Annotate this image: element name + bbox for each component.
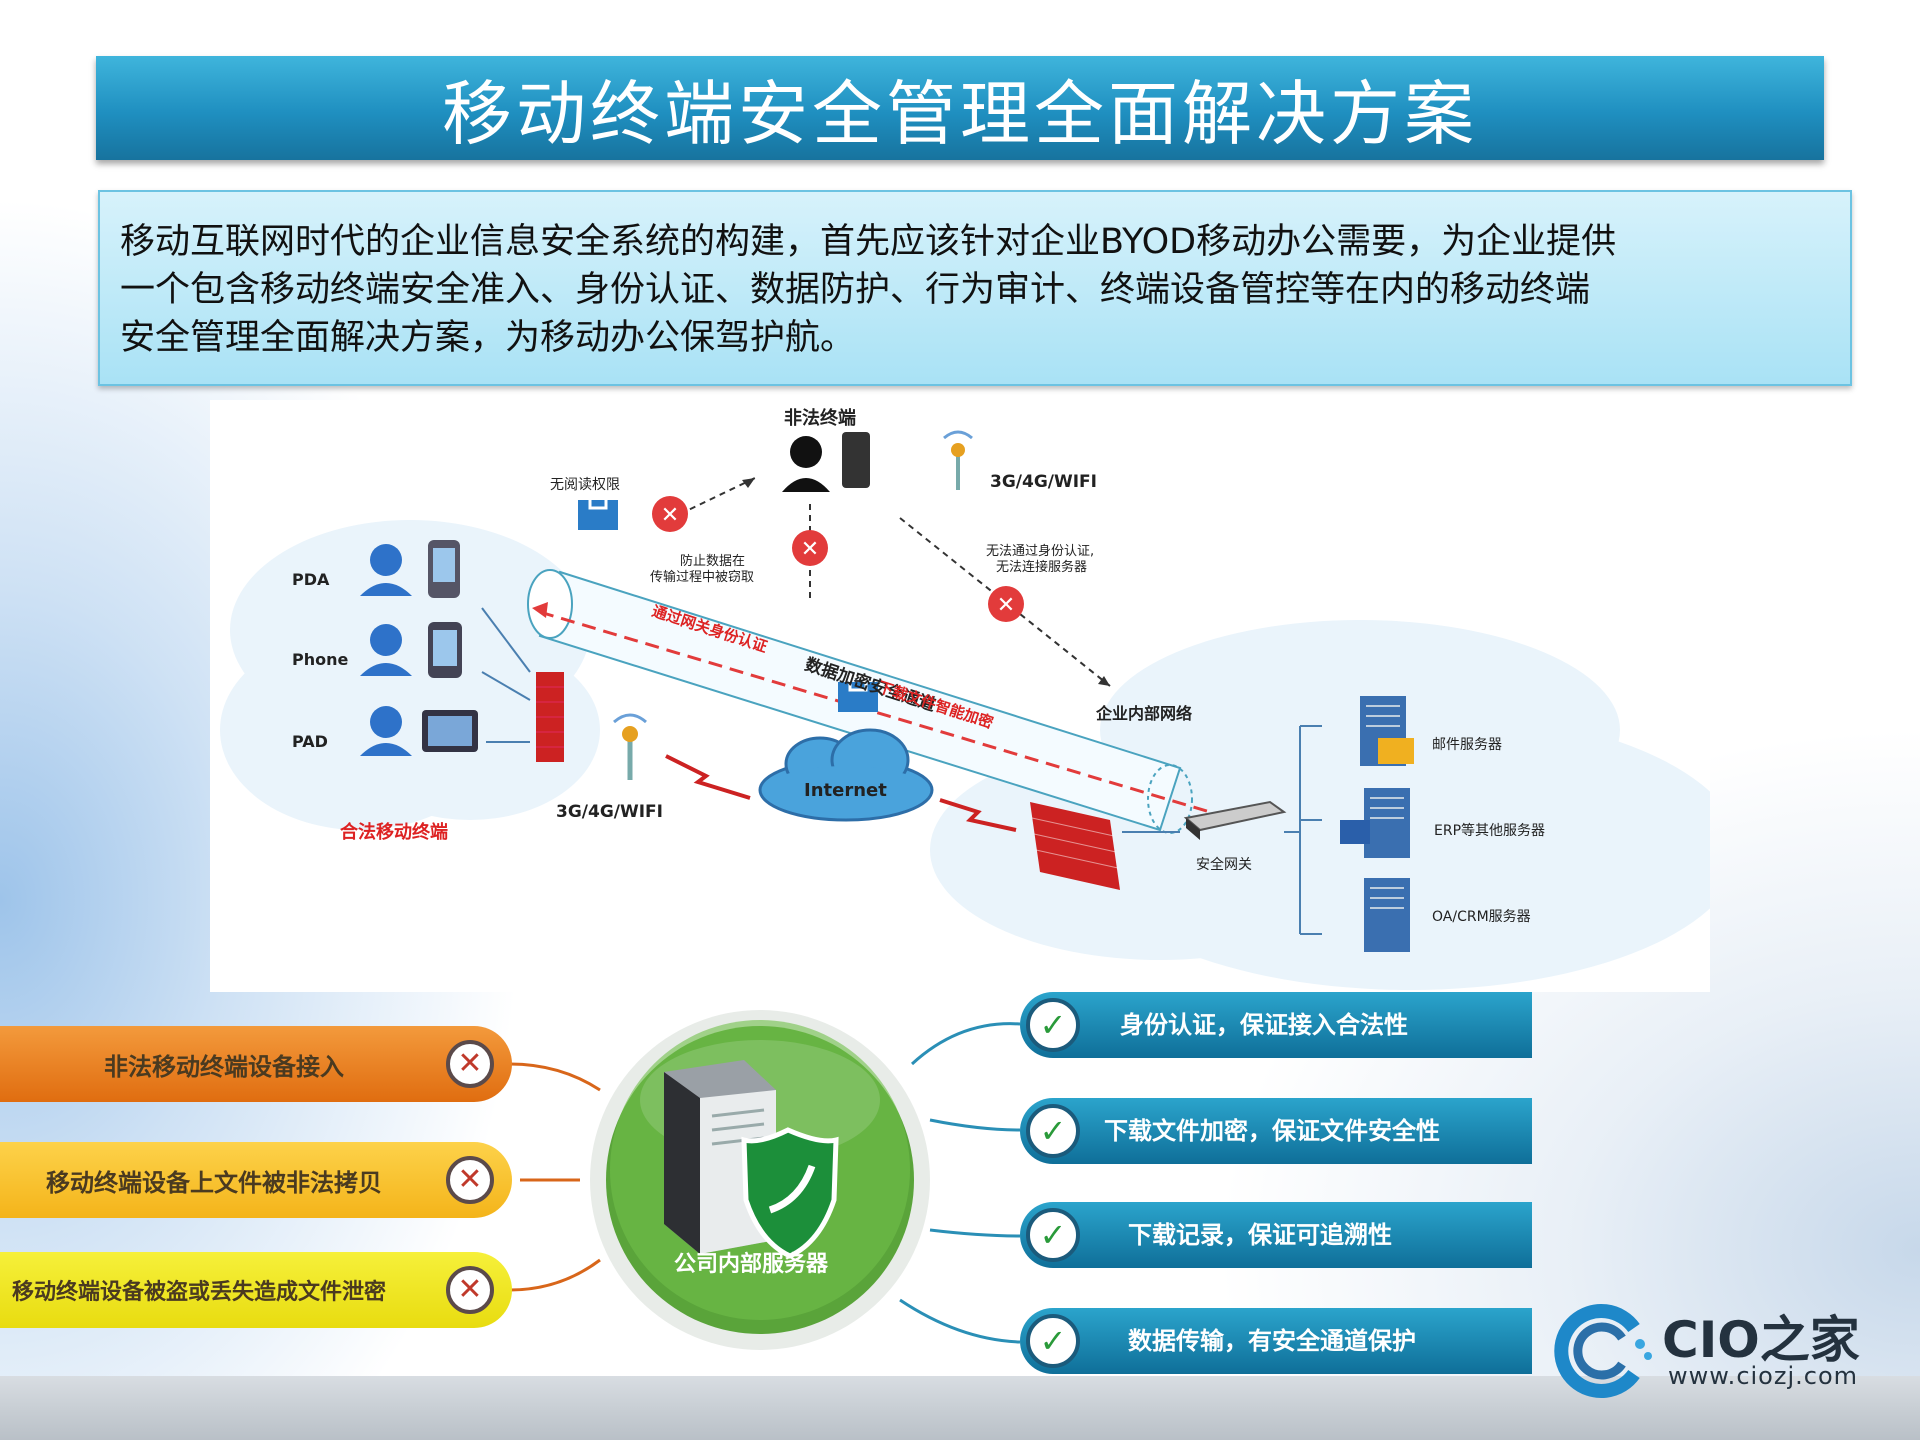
device-label-pad: PAD (292, 732, 328, 751)
checkmark-icon: ✓ (1026, 1314, 1080, 1368)
pda-device-icon (428, 540, 460, 598)
security-gateway-label: 安全网关 (1196, 857, 1252, 873)
connector-benefit-2 (929, 1118, 1021, 1132)
benefit-item-4: ✓ 数据传输，有安全通道保护 (1020, 1308, 1532, 1374)
intro-line-3: 安全管理全面解决方案，为移动办公保驾护航。 (120, 318, 856, 358)
illegal-terminal-label: 非法终端 (784, 408, 856, 429)
intro-line-1: 移动互联网时代的企业信息安全系统的构建，首先应该针对企业BYOD移动办公需要，为… (120, 222, 1617, 262)
server-tower-icon (664, 1060, 776, 1254)
threat-label-1: 非法移动终端设备接入 (104, 1052, 344, 1081)
connector-threat-3 (509, 1258, 601, 1292)
server-label-oa-crm: OA/CRM服务器 (1432, 909, 1531, 925)
threat-item-2: 移动终端设备上文件被非法拷贝 ✕ (0, 1142, 512, 1218)
x-circle-icon: ✕ (446, 1156, 494, 1204)
no-auth-label-2: 无法连接服务器 (996, 560, 1088, 575)
intro-line-2: 一个包含移动终端安全准入、身份认证、数据防护、行为审计、终端设备管控等在内的移动… (120, 270, 1591, 310)
pad-user-icon (360, 706, 412, 756)
threat-item-1: 非法移动终端设备接入 ✕ (0, 1026, 512, 1102)
pda-user-icon (360, 544, 412, 596)
internal-network-label: 企业内部网络 (1096, 704, 1193, 723)
deny-intercept-x: ✕ (792, 530, 828, 566)
phone-user-icon (360, 624, 412, 676)
logo-url: www.ciozj.com (1668, 1362, 1859, 1390)
phone-device-icon (428, 622, 462, 678)
server-label-erp: ERP等其他服务器 (1434, 823, 1546, 839)
device-label-pda: PDA (292, 570, 330, 589)
pad-device-icon (422, 710, 478, 752)
checkmark-icon: ✓ (1026, 998, 1080, 1052)
wireless-top-label: 3G/4G/WIFI (990, 472, 1097, 492)
cio-logo: CIO之家 www.ciozj.com (1548, 1300, 1888, 1400)
connector-benefit-1 (910, 1022, 1021, 1066)
firewall-right-icon (1030, 802, 1120, 890)
threat-label-2: 移动终端设备上文件被非法拷贝 (46, 1168, 382, 1197)
firewall-left-icon (536, 672, 564, 762)
checkmark-icon: ✓ (1026, 1104, 1080, 1158)
device-label-phone: Phone (292, 650, 349, 669)
checkmark-icon: ✓ (1026, 1208, 1080, 1262)
wireless-link-left (665, 754, 751, 800)
benefit-label-1: 身份认证，保证接入合法性 (1120, 1011, 1408, 1039)
svg-text:✕: ✕ (801, 537, 819, 562)
threat-item-3: 移动终端设备被盗或丢失造成文件泄密 ✕ (0, 1252, 512, 1328)
benefit-label-3: 下载记录，保证可追溯性 (1128, 1221, 1392, 1249)
mail-server-icon (1360, 696, 1414, 766)
prevent-theft-label-2: 传输过程中被窃取 (650, 570, 755, 585)
antenna-icon-bottom (613, 713, 647, 780)
gateway-device-icon (1183, 800, 1287, 840)
svg-text:✕: ✕ (997, 593, 1015, 618)
threats-benefits-section: 非法移动终端设备接入 ✕ 移动终端设备上文件被非法拷贝 ✕ 移动终端设备被盗或丢… (0, 980, 1920, 1380)
arrow-to-illegal (679, 477, 756, 515)
legal-terminal-label: 合法移动终端 (340, 822, 448, 843)
shield-icon (741, 1127, 839, 1259)
internet-label: Internet (804, 780, 887, 801)
server-label-mail: 邮件服务器 (1432, 737, 1502, 753)
benefit-label-2: 下载文件加密，保证文件安全性 (1104, 1117, 1440, 1145)
svg-text:✕: ✕ (661, 503, 679, 528)
benefit-item-3: ✓ 下载记录，保证可追溯性 (1020, 1202, 1532, 1268)
x-circle-icon: ✕ (446, 1040, 494, 1088)
logo-name: CIO之家 (1662, 1311, 1860, 1369)
connector-threat-1 (509, 1062, 601, 1092)
threat-label-3: 移动终端设备被盗或丢失造成文件泄密 (12, 1280, 387, 1305)
deny-auth-x: ✕ (988, 586, 1024, 622)
prevent-theft-label-1: 防止数据在 (680, 554, 746, 569)
central-server-hub (590, 1010, 930, 1350)
illegal-user-icon (782, 432, 870, 492)
benefit-item-1: ✓ 身份认证，保证接入合法性 (1020, 992, 1532, 1058)
center-server-label: 公司内部服务器 (674, 1252, 829, 1277)
lock-icon-1 (578, 492, 618, 530)
no-read-permission-label: 无阅读权限 (550, 477, 620, 493)
page-title: 移动终端安全管理全面解决方案 (442, 72, 1478, 155)
wireless-bottom-label: 3G/4G/WIFI (556, 802, 663, 822)
connector-benefit-4 (899, 1298, 1021, 1344)
deny-read-x: ✕ (652, 496, 688, 532)
connector-benefit-3 (929, 1228, 1021, 1238)
title-banner: 移动终端安全管理全面解决方案 (96, 56, 1824, 160)
no-auth-label-1: 无法通过身份认证, (986, 544, 1095, 559)
lock-icon-2 (838, 674, 878, 712)
benefit-label-4: 数据传输，有安全通道保护 (1128, 1327, 1416, 1355)
internet-cloud-icon (758, 728, 934, 822)
server-bracket (1284, 725, 1322, 935)
intro-box: 移动互联网时代的企业信息安全系统的构建，首先应该针对企业BYOD移动办公需要，为… (98, 190, 1852, 386)
benefit-item-2: ✓ 下载文件加密，保证文件安全性 (1020, 1098, 1532, 1164)
antenna-icon-top (943, 430, 973, 490)
x-circle-icon: ✕ (446, 1266, 494, 1314)
cio-logo-mark-icon (1554, 1304, 1652, 1398)
erp-server-icon (1340, 788, 1410, 858)
wireless-link-right (939, 798, 1017, 832)
oa-crm-server-icon (1364, 878, 1410, 952)
network-diagram: ✕ ✕ ✕ (210, 400, 1710, 992)
